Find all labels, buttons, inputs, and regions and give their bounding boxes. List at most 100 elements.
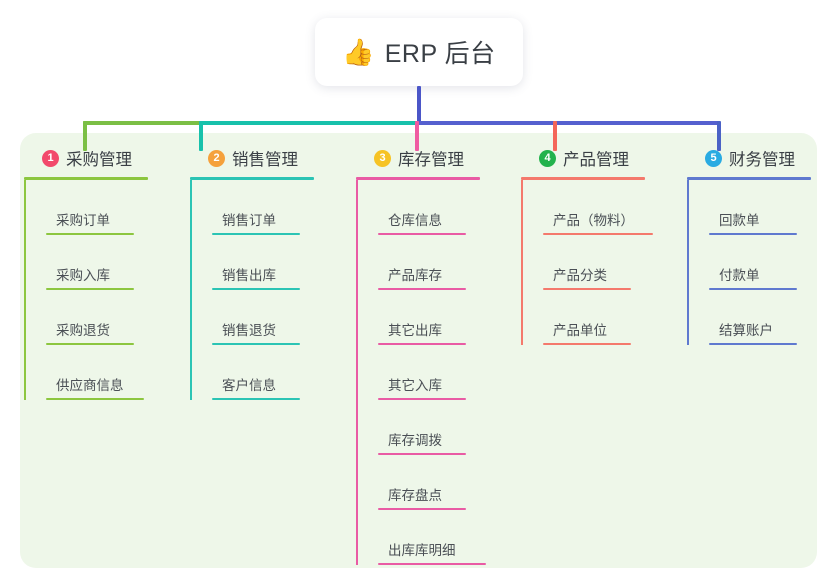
leaf-label: 销售订单 [222, 213, 276, 228]
list-item[interactable]: 出库库明细 [378, 510, 511, 565]
root-node[interactable]: 👍 ERP 后台 [315, 18, 523, 86]
leaf-rule [212, 343, 300, 345]
branch-title-5: 财务管理 [729, 151, 795, 169]
leaf-label: 采购订单 [56, 213, 110, 228]
leaf-label: 结算账户 [719, 323, 773, 338]
root-node-label: ERP 后台 [384, 40, 496, 68]
leaf-rule [709, 288, 797, 290]
branch-badge-4: 4 [539, 149, 556, 167]
list-item[interactable]: 库存调拨 [378, 400, 511, 455]
list-item[interactable]: 库存盘点 [378, 455, 511, 510]
list-item[interactable]: 销售退货 [212, 290, 335, 345]
list-item[interactable]: 产品单位 [543, 290, 681, 345]
branch-column-1: 1 采购管理 采购订单 采购入库 采购退货 供应商信息 [24, 145, 169, 400]
branch-rule-3 [356, 177, 480, 180]
branch-badge-3: 3 [374, 149, 391, 167]
list-item[interactable]: 付款单 [709, 235, 817, 290]
branch-spine-1 [24, 180, 26, 400]
leaf-label: 销售出库 [222, 268, 276, 283]
leaf-rule [378, 563, 486, 565]
branch-rule-4 [521, 177, 645, 180]
branch-column-5: 5 财务管理 回款单 付款单 结算账户 [687, 145, 817, 345]
leaf-rule [378, 508, 466, 510]
leaf-rule [46, 343, 134, 345]
branch-title-2: 销售管理 [232, 151, 298, 169]
branch-badge-1: 1 [42, 149, 59, 167]
branch-spine-5 [687, 180, 689, 345]
branch-spine-2 [190, 180, 192, 400]
branch-header-3[interactable]: 3 库存管理 [356, 145, 511, 171]
leaf-label: 仓库信息 [388, 213, 442, 228]
branch-column-4: 4 产品管理 产品（物料） 产品分类 产品单位 [521, 145, 681, 345]
list-item[interactable]: 产品（物料） [543, 180, 681, 235]
branch-drop-1 [83, 121, 87, 151]
leaf-rule [543, 343, 631, 345]
list-item[interactable]: 采购订单 [46, 180, 169, 235]
leaf-rule [46, 398, 144, 400]
branch-column-3: 3 库存管理 仓库信息 产品库存 其它出库 其它入库 库存调拨 [356, 145, 511, 565]
thumbs-up-icon: 👍 [342, 37, 375, 67]
leaf-rule [709, 233, 797, 235]
list-item[interactable]: 采购退货 [46, 290, 169, 345]
leaf-label: 采购入库 [56, 268, 110, 283]
leaf-label: 其它出库 [388, 323, 442, 338]
branch-column-2: 2 销售管理 销售订单 销售出库 销售退货 客户信息 [190, 145, 335, 400]
leaf-rule [212, 288, 300, 290]
list-item[interactable]: 仓库信息 [378, 180, 511, 235]
leaf-label: 出库库明细 [388, 543, 456, 558]
branch-title-4: 产品管理 [563, 151, 629, 169]
branch-drop-2 [199, 121, 203, 151]
branch-drop-4 [553, 121, 557, 151]
list-item[interactable]: 产品库存 [378, 235, 511, 290]
leaf-label: 供应商信息 [56, 378, 124, 393]
branch-rule-2 [190, 177, 314, 180]
branch-items-2: 销售订单 销售出库 销售退货 客户信息 [190, 180, 335, 400]
leaf-rule [543, 233, 653, 235]
list-item[interactable]: 产品分类 [543, 235, 681, 290]
leaf-rule [378, 453, 466, 455]
leaf-label: 其它入库 [388, 378, 442, 393]
branch-spine-3 [356, 180, 358, 565]
leaf-label: 产品库存 [388, 268, 442, 283]
branch-drop-3 [415, 121, 419, 151]
branch-drop-5 [717, 121, 721, 151]
list-item[interactable]: 销售订单 [212, 180, 335, 235]
leaf-label: 产品分类 [553, 268, 607, 283]
leaf-rule [212, 398, 300, 400]
leaf-rule [378, 288, 466, 290]
leaf-label: 客户信息 [222, 378, 276, 393]
branch-header-5[interactable]: 5 财务管理 [687, 145, 817, 171]
leaf-rule [709, 343, 797, 345]
branch-badge-5: 5 [705, 149, 722, 167]
branch-header-4[interactable]: 4 产品管理 [521, 145, 681, 171]
list-item[interactable]: 结算账户 [709, 290, 817, 345]
leaf-rule [212, 233, 300, 235]
list-item[interactable]: 其它入库 [378, 345, 511, 400]
leaf-rule [378, 398, 466, 400]
branch-header-2[interactable]: 2 销售管理 [190, 145, 335, 171]
trunk-segment-blue [417, 121, 719, 125]
list-item[interactable]: 销售出库 [212, 235, 335, 290]
branch-header-1[interactable]: 1 采购管理 [24, 145, 169, 171]
leaf-label: 库存盘点 [388, 488, 442, 503]
branch-items-5: 回款单 付款单 结算账户 [687, 180, 817, 345]
branch-items-3: 仓库信息 产品库存 其它出库 其它入库 库存调拨 库存盘点 [356, 180, 511, 565]
leaf-label: 销售退货 [222, 323, 276, 338]
list-item[interactable]: 供应商信息 [46, 345, 169, 400]
list-item[interactable]: 客户信息 [212, 345, 335, 400]
leaf-label: 产品单位 [553, 323, 607, 338]
list-item[interactable]: 回款单 [709, 180, 817, 235]
branch-spine-4 [521, 180, 523, 345]
list-item[interactable]: 其它出库 [378, 290, 511, 345]
branch-items-4: 产品（物料） 产品分类 产品单位 [521, 180, 681, 345]
leaf-rule [378, 233, 466, 235]
leaf-label: 付款单 [719, 268, 760, 283]
branch-title-1: 采购管理 [66, 151, 132, 169]
diagram-background-panel [20, 133, 817, 568]
leaf-rule [46, 288, 134, 290]
branch-badge-2: 2 [208, 149, 225, 167]
list-item[interactable]: 采购入库 [46, 235, 169, 290]
leaf-rule [378, 343, 466, 345]
branch-rule-5 [687, 177, 811, 180]
